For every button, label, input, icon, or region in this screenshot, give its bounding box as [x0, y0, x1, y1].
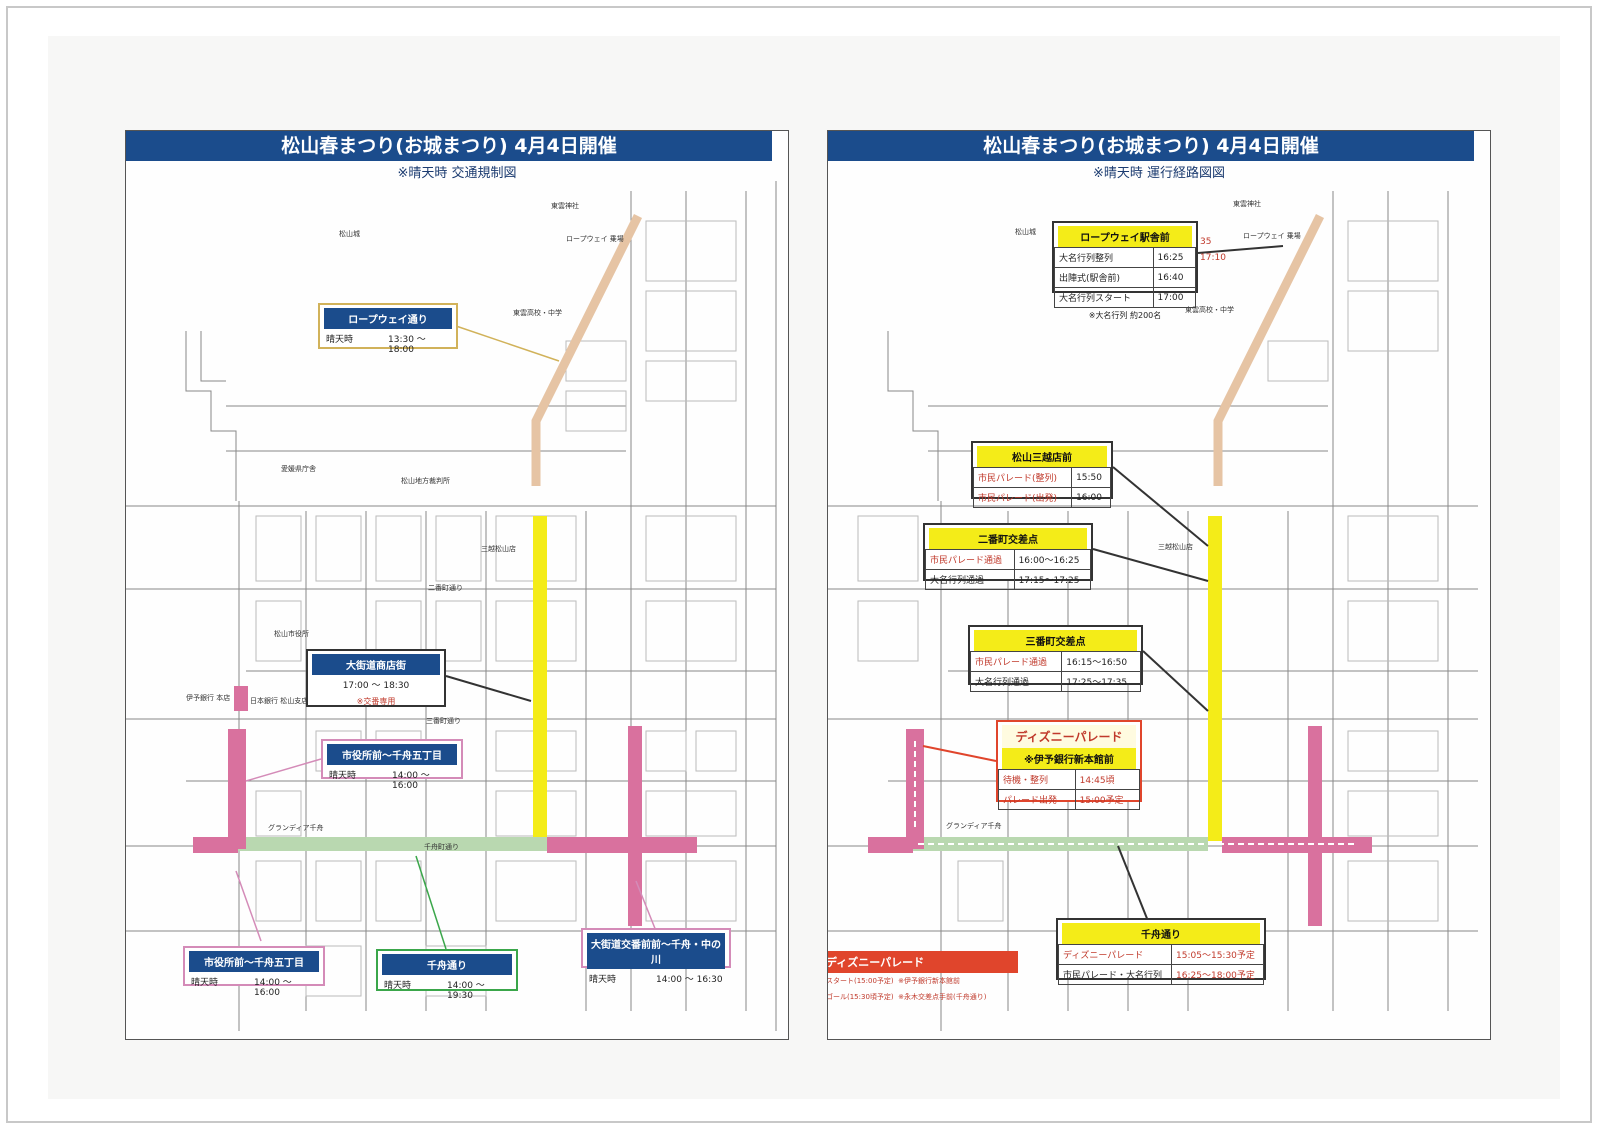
mitsukoshi-label: 三越松山店: [1158, 543, 1193, 551]
grandforet-label: グランディア千舟: [268, 824, 324, 832]
shrine-label: 東雲神社: [551, 202, 579, 210]
ookaido-callout: 大街道商店街 17:00 ～ 18:30 ※交番専用: [306, 649, 446, 707]
nibancho-label: 二番町通り: [428, 584, 463, 592]
school-label: 東雲高校・中学: [1185, 306, 1234, 314]
prefecture-label: 愛媛県庁舎: [281, 465, 316, 473]
grandforet-label: グランディア千舟: [946, 822, 1002, 830]
route-map: 松山春まつり(お城まつり) 4月4日開催 ※晴天時 運行経路図図: [827, 130, 1491, 1040]
map-subtitle: ※晴天時 交通規制図: [397, 166, 517, 181]
shrine-label: 東雲神社: [1233, 200, 1261, 208]
ropeway-station-label: ロープウェイ 乗場: [1243, 232, 1301, 240]
map-title: 松山春まつり(お城まつり) 4月4日開催: [126, 131, 772, 161]
disney-legend-title: ディズニーパレード: [828, 951, 1018, 973]
street-grid: [828, 191, 1478, 1031]
ropeway-station-label: ロープウェイ 乗場: [566, 235, 624, 243]
school-label: 東雲高校・中学: [513, 309, 562, 317]
chifune-street-label: 千舟町通り: [424, 843, 459, 851]
street-grid: [126, 181, 777, 1031]
map-subtitle: ※晴天時 運行経路図図: [1092, 166, 1226, 181]
page-frame: [6, 6, 1592, 1123]
handwritten-note-1: 35: [1200, 237, 1212, 247]
traffic-regulation-map: 松山春まつり(お城まつり) 4月4日開催 ※晴天時 交通規制図: [125, 130, 789, 1040]
castle-label: 松山城: [1015, 228, 1036, 236]
map-title: 松山春まつり(お城まつり) 4月4日開催: [828, 131, 1474, 161]
disney-legend: ディズニーパレード スタート(15:00予定) ※伊予銀行新本館前 ゴール(15…: [828, 951, 1018, 1011]
boj-label: 日本銀行 松山支店: [250, 697, 309, 705]
mitsukoshi-box: 松山三越店前 市民パレード(整列)15:50 市民パレード(出発)16:00: [971, 441, 1113, 508]
court-label: 松山地方裁判所: [401, 477, 450, 485]
handwritten-note-2: 17:10: [1200, 253, 1226, 263]
city-hall-label: 松山市役所: [274, 630, 309, 638]
iyo-bank-label: 伊予銀行 本店: [186, 694, 231, 702]
mitsukoshi-label: 三越松山店: [481, 545, 516, 553]
sanbancho-label: 三番町通り: [426, 717, 461, 725]
castle-label: 松山城: [339, 230, 360, 238]
